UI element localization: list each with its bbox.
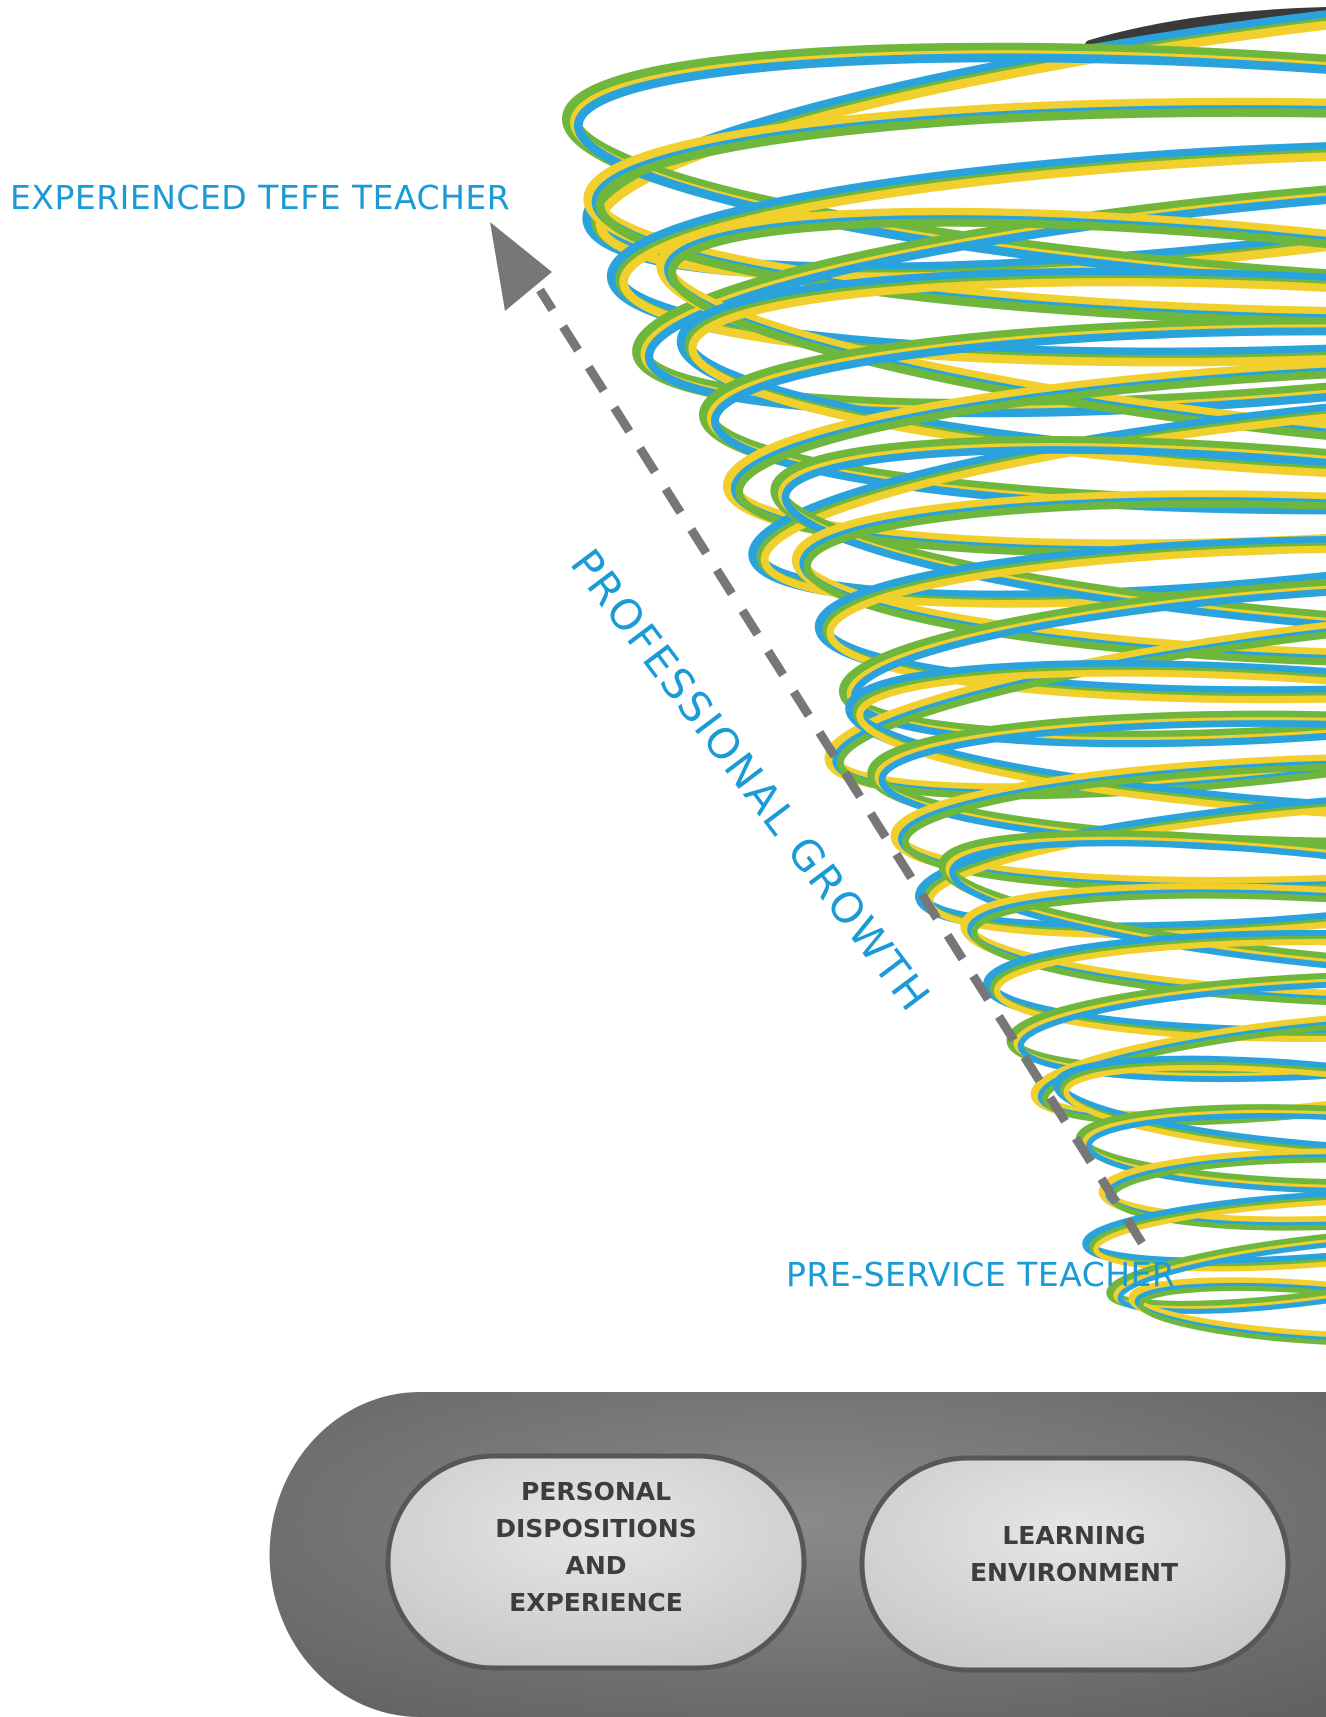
ribbon-loop bbox=[711, 327, 1326, 515]
ribbon-loop bbox=[1106, 1227, 1326, 1312]
ribbon-loop bbox=[1134, 1282, 1326, 1344]
ribbon-loop bbox=[1053, 1055, 1326, 1158]
ribbon-loop bbox=[644, 180, 1326, 418]
ribbon-loop bbox=[760, 396, 1326, 608]
growth-arrow-head bbox=[490, 222, 552, 311]
ribbon-loop bbox=[971, 892, 1326, 1008]
ribbon-loop bbox=[949, 839, 1326, 979]
ribbon-loop bbox=[667, 218, 1326, 461]
ribbon-loop bbox=[1098, 1148, 1326, 1228]
growth-arrow-line bbox=[536, 287, 1146, 1246]
ribbon-loop bbox=[1082, 1109, 1326, 1191]
ribbon-loop bbox=[1117, 1236, 1326, 1314]
learning-environment-label: LEARNING ENVIRONMENT bbox=[969, 1521, 1178, 1587]
ribbon-loop bbox=[803, 500, 1326, 668]
cable-end bbox=[1085, 7, 1326, 50]
ribbon-loop bbox=[1089, 1194, 1326, 1269]
ribbon-loop bbox=[688, 278, 1326, 483]
ribbon-loop bbox=[619, 149, 1326, 367]
ribbon-loop bbox=[1093, 1197, 1326, 1272]
pill-personal-dispositions bbox=[385, 1453, 807, 1671]
ribbon-loop bbox=[994, 938, 1326, 1042]
ribbon-loop bbox=[1138, 1286, 1326, 1346]
ribbon-loop bbox=[1086, 1112, 1326, 1194]
ribbon-loop bbox=[826, 545, 1326, 704]
ribbon-loop bbox=[1082, 1188, 1326, 1269]
pre-service-teacher-label: PRE-SERVICE TEACHER bbox=[786, 1255, 1176, 1294]
ribbon-loop bbox=[1017, 980, 1326, 1083]
ribbon-loop bbox=[1113, 1233, 1326, 1312]
personal-dispositions-label: PERSONAL DISPOSITIONS AND EXPERIENCE bbox=[495, 1477, 697, 1617]
pill-learning-environment bbox=[859, 1455, 1291, 1673]
ribbon-spiral-illustration bbox=[561, 0, 1326, 1346]
experienced-teacher-label: EXPERIENCED TEFE TEACHER bbox=[10, 178, 511, 217]
ribbon-loop bbox=[836, 612, 1326, 800]
ribbon-loop bbox=[1128, 1277, 1326, 1343]
